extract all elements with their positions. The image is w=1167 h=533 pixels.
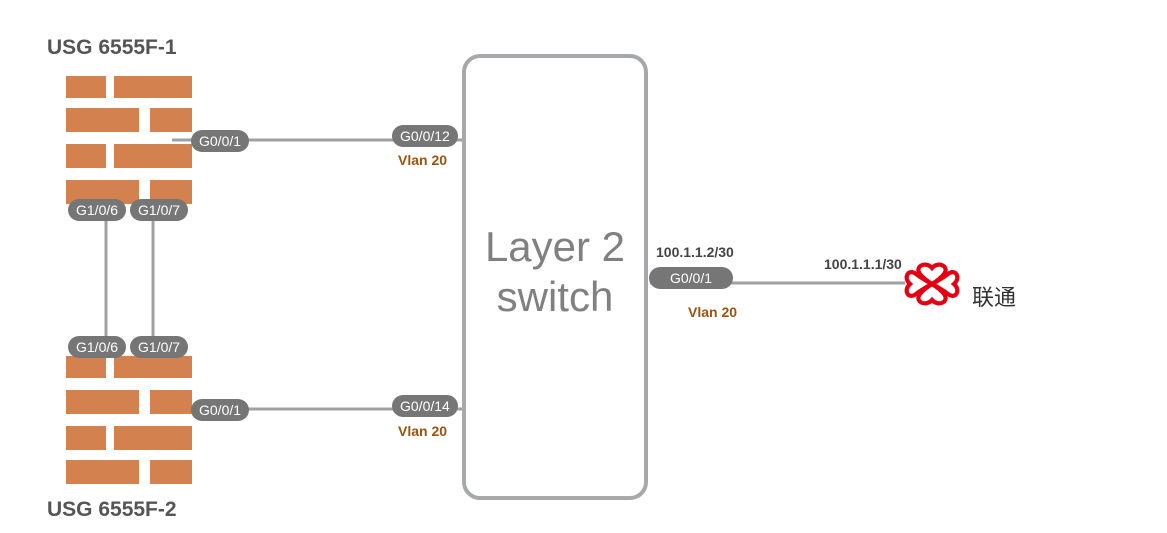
firewall-1-icon[interactable] bbox=[66, 76, 192, 204]
fw2-heartbeat-port-2[interactable]: G1/0/7 bbox=[130, 336, 189, 358]
switch-port-to-fw2-vlan: Vlan 20 bbox=[398, 423, 448, 439]
china-unicom-logo-icon[interactable] bbox=[902, 262, 962, 306]
switch-label-line1: Layer 2 bbox=[484, 223, 626, 270]
fw1-uplink-port[interactable]: G0/0/1 bbox=[191, 130, 250, 152]
switch-label-line2: switch bbox=[496, 273, 614, 320]
switch-uplink-ip: 100.1.1.2/30 bbox=[656, 244, 734, 260]
fw2-heartbeat-port-1[interactable]: G1/0/6 bbox=[68, 336, 127, 358]
fw1-heartbeat-port-2[interactable]: G1/0/7 bbox=[130, 199, 189, 221]
switch-port-to-fw2[interactable]: G0/0/14 bbox=[392, 395, 458, 417]
isp-ip: 100.1.1.1/30 bbox=[824, 256, 902, 272]
firewall-2-label: USG 6555F-2 bbox=[47, 498, 177, 521]
isp-name: 联通 bbox=[972, 285, 1017, 310]
fw1-heartbeat-port-1[interactable]: G1/0/6 bbox=[68, 199, 127, 221]
firewall-1-label: USG 6555F-1 bbox=[47, 36, 177, 59]
switch-port-to-fw1-vlan: Vlan 20 bbox=[398, 152, 448, 168]
switch-uplink-port[interactable]: G0/0/1 bbox=[649, 267, 733, 289]
firewall-2-icon[interactable] bbox=[66, 356, 192, 484]
switch-port-to-fw1[interactable]: G0/0/12 bbox=[392, 125, 458, 147]
fw2-uplink-port[interactable]: G0/0/1 bbox=[191, 399, 250, 421]
switch-uplink-vlan: Vlan 20 bbox=[688, 304, 738, 320]
switch-label: Layer 2 switch bbox=[462, 222, 648, 322]
layer2-switch[interactable] bbox=[462, 54, 648, 500]
